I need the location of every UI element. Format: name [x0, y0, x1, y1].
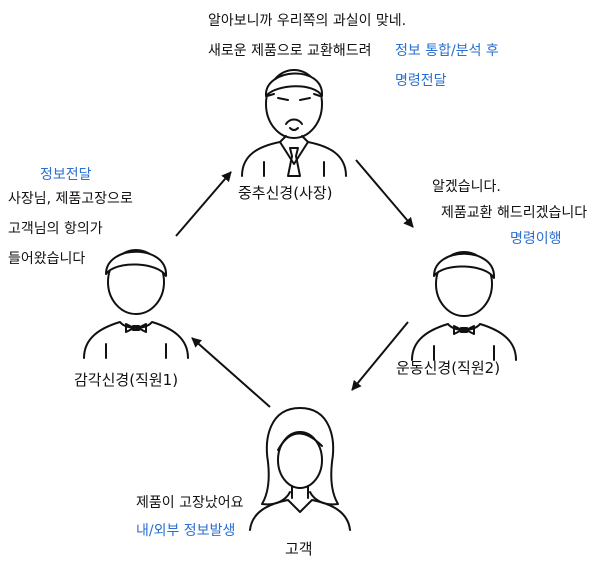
speech-boss-line-1: 알아보니까 우리쪽의 과실이 맞네.	[208, 13, 407, 29]
speech-employee2: 알겠습니다.	[432, 172, 501, 202]
note-boss: 정보 통합/분석 후 명령전달	[395, 36, 499, 96]
arrow-customer-to-employee1	[191, 337, 271, 408]
note-employee1-line-1: 정보전달	[40, 167, 92, 183]
speech-employee2-line-2: 제품교환 해드리겠습니다	[441, 205, 588, 221]
speech-boss-line-2: 새로운 제품으로 교환해드려	[208, 43, 372, 59]
man-mustache-tie-icon	[241, 69, 347, 177]
note-employee2-line-1: 명령이행	[510, 231, 562, 247]
label-boss: 중추신경(사장)	[238, 184, 333, 202]
note-boss-line-1: 정보 통합/분석 후	[395, 43, 499, 59]
arrow-employee2-to-customer	[351, 321, 409, 391]
speech-customer-line-1: 제품이 고장났어요	[136, 495, 244, 511]
speech-employee2-line-1: 알겠습니다.	[432, 179, 501, 195]
speech-boss: 알아보니까 우리쪽의 과실이 맞네. 새로운 제품으로 교환해드려	[208, 6, 406, 66]
note-employee2: 명령이행	[510, 224, 562, 254]
speech-employee1-line-3: 들어왔습니다	[8, 251, 86, 267]
label-employee1: 감각신경(직원1)	[74, 371, 179, 389]
arrow-boss-to-employee2	[355, 159, 414, 228]
label-customer: 고객	[285, 540, 313, 558]
speech-employee1: 사장님, 제품고장으로 고객님의 항의가 들어왔습니다	[8, 184, 133, 274]
woman-icon	[249, 407, 351, 531]
note-customer-line-1: 내/외부 정보발생	[136, 523, 236, 539]
speech-employee1-line-2: 고객님의 항의가	[8, 221, 103, 237]
speech-customer: 제품이 고장났어요	[136, 488, 244, 518]
speech-employee2-b: 제품교환 해드리겠습니다	[441, 198, 587, 228]
man-bowtie-icon	[83, 249, 189, 359]
man-bowtie-icon	[411, 251, 517, 361]
label-employee2: 운동신경(직원2)	[396, 359, 501, 377]
arrow-employee1-to-boss	[175, 171, 232, 237]
note-employee1: 정보전달	[40, 160, 92, 190]
note-customer: 내/외부 정보발생	[136, 516, 235, 546]
note-boss-line-2: 명령전달	[395, 73, 447, 89]
speech-employee1-line-1: 사장님, 제품고장으로	[8, 191, 133, 207]
